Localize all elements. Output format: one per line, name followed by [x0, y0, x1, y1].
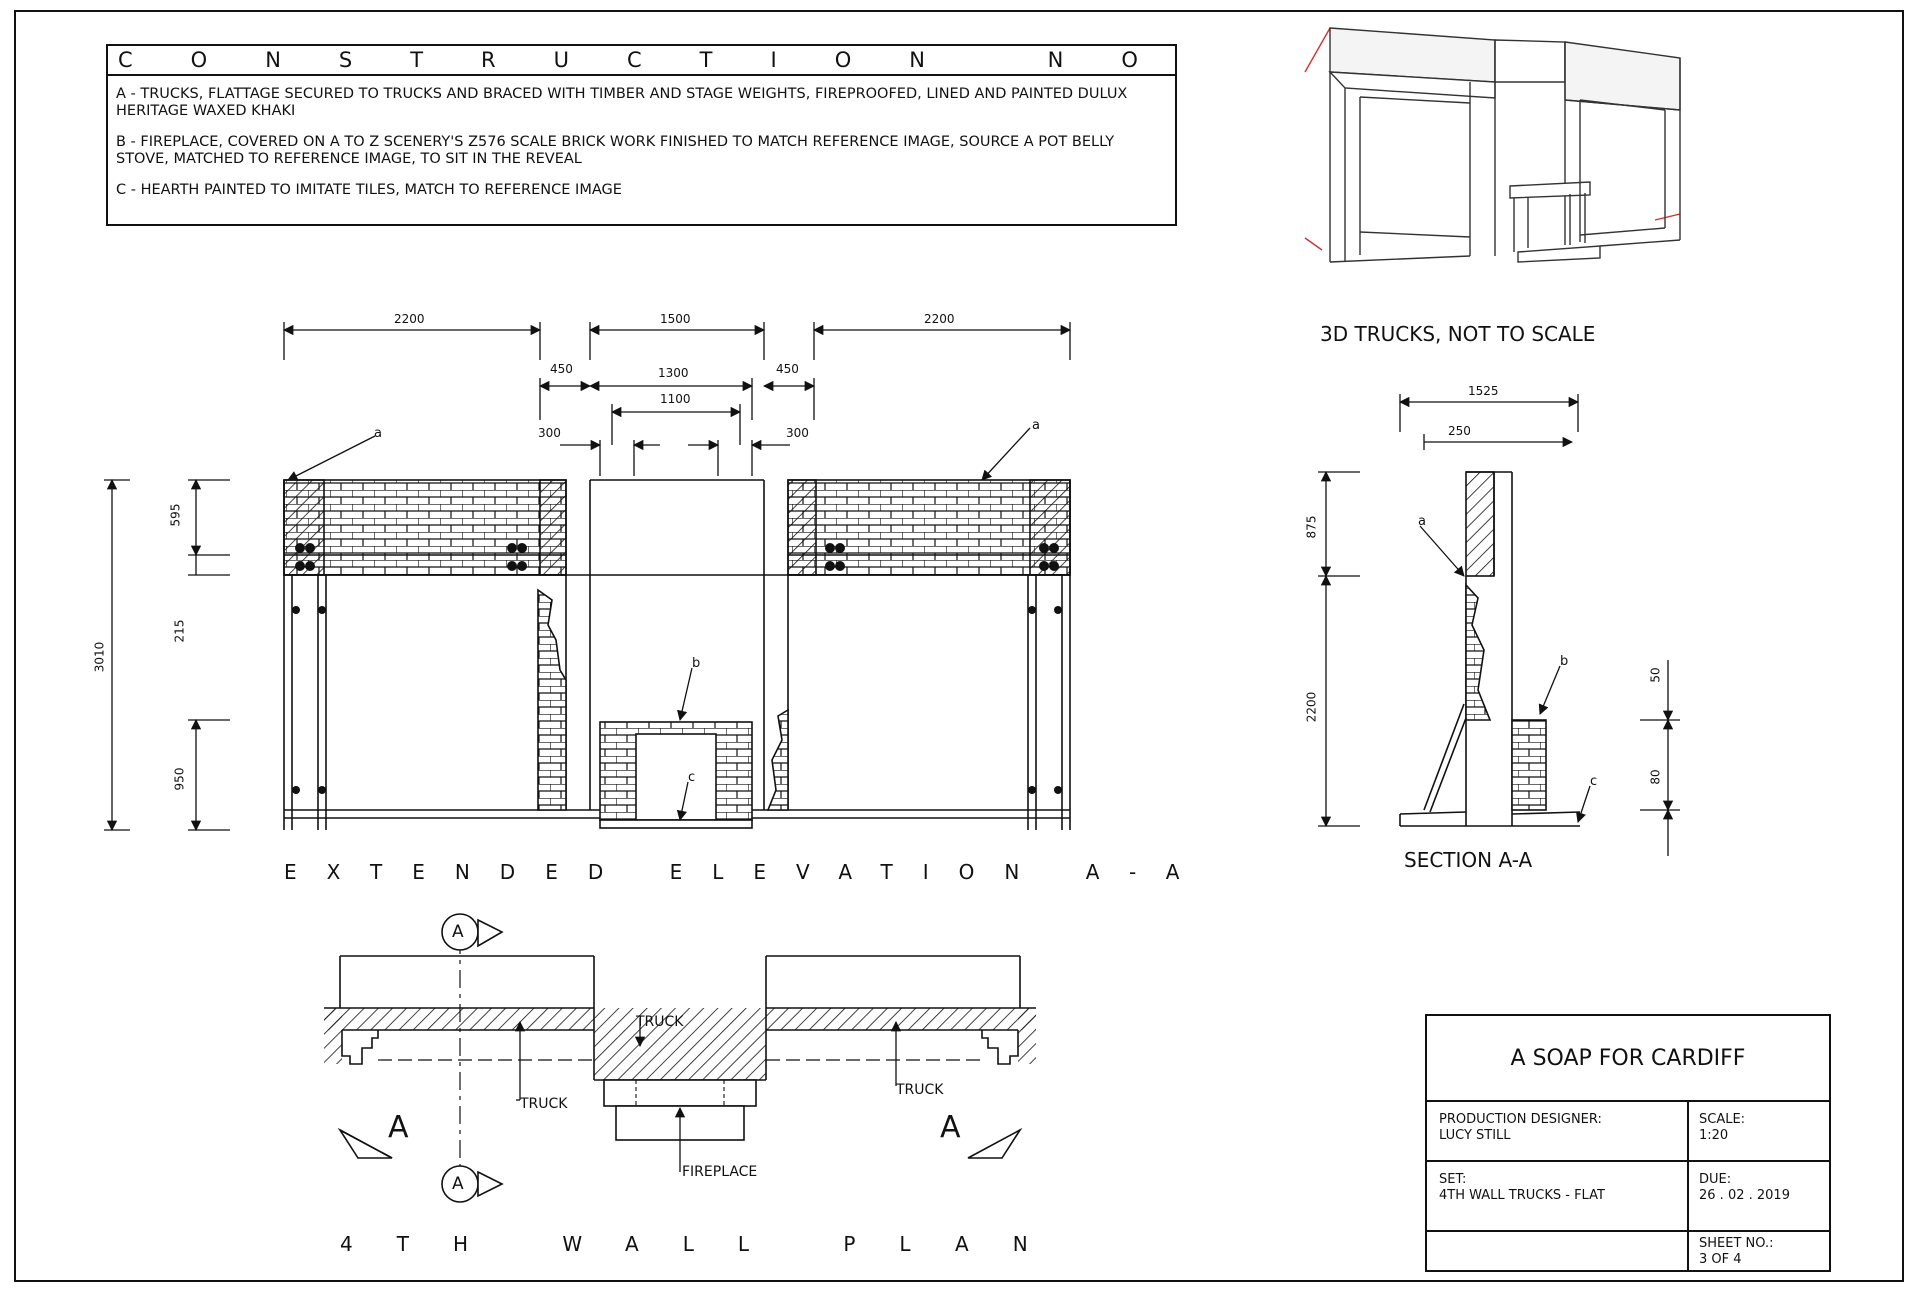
note-b: b - FIREPLACE, COVERED ON A TO Z SCENERY…: [116, 134, 1115, 167]
dim-300-right: 300: [786, 426, 809, 440]
dim-950: 950: [172, 767, 187, 791]
sheet-number: 3 OF 4: [1699, 1252, 1742, 1267]
section-marker-bottom: A: [452, 1174, 464, 1194]
dim-300-left: 300: [538, 426, 561, 440]
dim-2200-right: 2200: [924, 312, 955, 326]
scale-caption: SCALE:: [1699, 1112, 1746, 1127]
scale-value: 1:20: [1699, 1128, 1729, 1143]
dim-3010: 3010: [92, 641, 107, 673]
3d-caption: 3D TRUCKS, NOT TO SCALE: [1320, 322, 1596, 346]
designer-caption: PRODUCTION DESIGNER:: [1439, 1112, 1602, 1127]
plan-title: 4TH WALL PLAN: [340, 1232, 1072, 1256]
title-block-row-set: SET: 4TH WALL TRUCKS - FLAT DUE: 26 . 02…: [1427, 1162, 1829, 1232]
project-title: A SOAP FOR CARDIFF: [1427, 1016, 1829, 1102]
dim-1300: 1300: [658, 366, 689, 380]
title-block-row-sheet: SHEET NO.: 3 OF 4: [1427, 1232, 1829, 1272]
dim-2200-left: 2200: [394, 312, 425, 326]
due-caption: DUE:: [1699, 1172, 1732, 1187]
section-title: SECTION A-A: [1404, 848, 1533, 872]
section-drawing: [1318, 394, 1680, 856]
section-callout-c: c: [1590, 774, 1598, 789]
note-c: c - HEARTH PAINTED TO IMITATE TILES, MAT…: [116, 182, 622, 198]
note-a: a - TRUCKS, FLATTAGE SECURED TO TRUCKS A…: [116, 86, 1128, 119]
elevation-drawing: [104, 322, 1072, 832]
dim-50: 50: [1648, 667, 1663, 683]
callout-b: b: [692, 656, 701, 671]
section-marker-top: A: [452, 922, 464, 942]
title-block-row-designer: PRODUCTION DESIGNER: LUCY STILL SCALE: 1…: [1427, 1102, 1829, 1162]
plan-label-truck-left: TRUCK: [520, 1096, 568, 1112]
section-arrow-right: A: [940, 1110, 961, 1145]
dim-80: 80: [1648, 769, 1663, 785]
dim-595: 595: [168, 503, 183, 527]
plan-label-fireplace: FIREPLACE: [682, 1164, 758, 1180]
title-block: A SOAP FOR CARDIFF PRODUCTION DESIGNER: …: [1425, 1014, 1831, 1272]
elevation-title: EXTENDED ELEVATION A-A: [284, 860, 1210, 884]
plan-label-truck-center: TRUCK: [636, 1014, 684, 1030]
callout-a-left: a: [374, 426, 382, 441]
set-name: 4TH WALL TRUCKS - FLAT: [1439, 1188, 1605, 1203]
dim-875: 875: [1304, 515, 1319, 539]
due-date: 26 . 02 . 2019: [1699, 1188, 1790, 1203]
construction-notes: CONSTRUCTION NOTES a - TRUCKS, FLATTAGE …: [106, 44, 1177, 226]
plan-drawing: [324, 913, 1036, 1203]
dim-250: 250: [1448, 424, 1471, 438]
dim-450-left: 450: [550, 362, 573, 376]
dim-1500: 1500: [660, 312, 691, 326]
section-arrow-left: A: [388, 1110, 409, 1145]
designer-name: LUCY STILL: [1439, 1128, 1511, 1143]
set-caption: SET:: [1439, 1172, 1467, 1187]
notes-title: CONSTRUCTION NOTES: [108, 46, 1175, 76]
dim-1100: 1100: [660, 392, 691, 406]
plan-label-truck-right: TRUCK: [896, 1082, 944, 1098]
3d-trucks-view: [1304, 27, 1681, 263]
dim-450-right: 450: [776, 362, 799, 376]
dim-1525: 1525: [1468, 384, 1499, 398]
callout-c: c: [688, 770, 696, 785]
dim-215: 215: [172, 619, 187, 643]
section-callout-b: b: [1560, 654, 1569, 669]
sheet-caption: SHEET NO.:: [1699, 1236, 1774, 1251]
dim-2200-vertical: 2200: [1304, 691, 1319, 723]
drawing-border: [14, 10, 1904, 1282]
section-callout-a: a: [1418, 514, 1426, 529]
callout-a-right: a: [1032, 418, 1040, 433]
